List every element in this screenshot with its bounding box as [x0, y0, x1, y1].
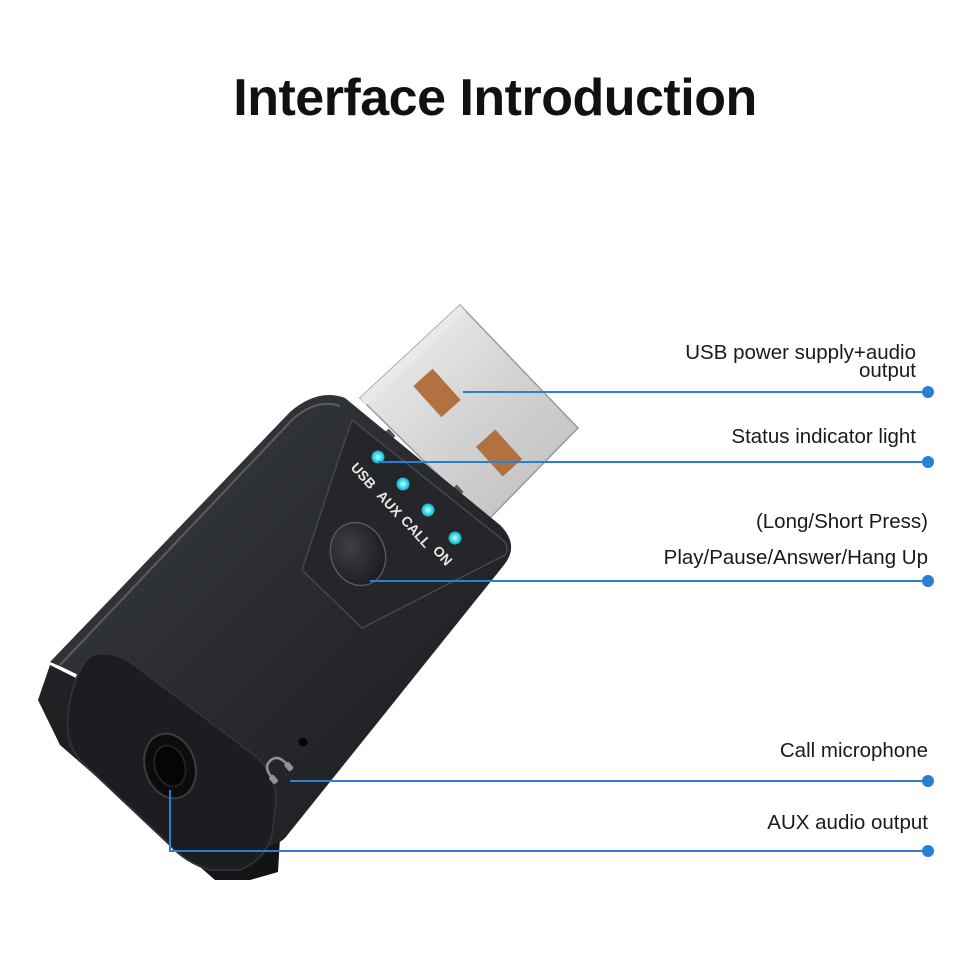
led-aux — [396, 477, 410, 491]
led-on — [448, 531, 462, 545]
leader-dot — [922, 575, 934, 587]
microphone-hole — [298, 737, 308, 747]
led-usb — [371, 450, 385, 464]
callout-aux-output-line1: AUX audio output — [767, 811, 928, 834]
status-leds — [371, 450, 462, 545]
callout-button-line2: Play/Pause/Answer/Hang Up — [663, 546, 928, 569]
leader-line-aux — [169, 790, 928, 852]
callout-button: (Long/Short Press) Play/Pause/Answer/Han… — [664, 504, 928, 576]
aux-jack — [143, 732, 197, 800]
play-pause-button[interactable] — [322, 515, 395, 594]
usb-contact-window — [475, 429, 523, 477]
usb-plug — [358, 303, 580, 524]
leader-dot — [922, 456, 934, 468]
callout-button-line1: (Long/Short Press) — [755, 510, 928, 533]
callout-aux-output: AUX audio output — [767, 811, 928, 834]
callout-status-light-line1: Status indicator light — [731, 425, 916, 448]
callout-usb-power-line1: USB power supply+audio — [685, 341, 916, 364]
page-title: Interface Introduction — [233, 69, 757, 127]
callout-usb-power: USB power supply+audio output — [685, 341, 916, 382]
leader-dot — [922, 386, 934, 398]
callout-usb-power-line2: output — [859, 359, 916, 382]
leader-dot — [922, 775, 934, 787]
callout-status-light: Status indicator light — [731, 425, 916, 448]
usb-contact-window — [413, 368, 461, 418]
headset-logo-icon — [265, 756, 294, 784]
callout-microphone: Call microphone — [779, 739, 928, 762]
leader-dot — [922, 845, 934, 857]
led-call — [421, 503, 435, 517]
callout-microphone-line1: Call microphone — [779, 739, 928, 762]
